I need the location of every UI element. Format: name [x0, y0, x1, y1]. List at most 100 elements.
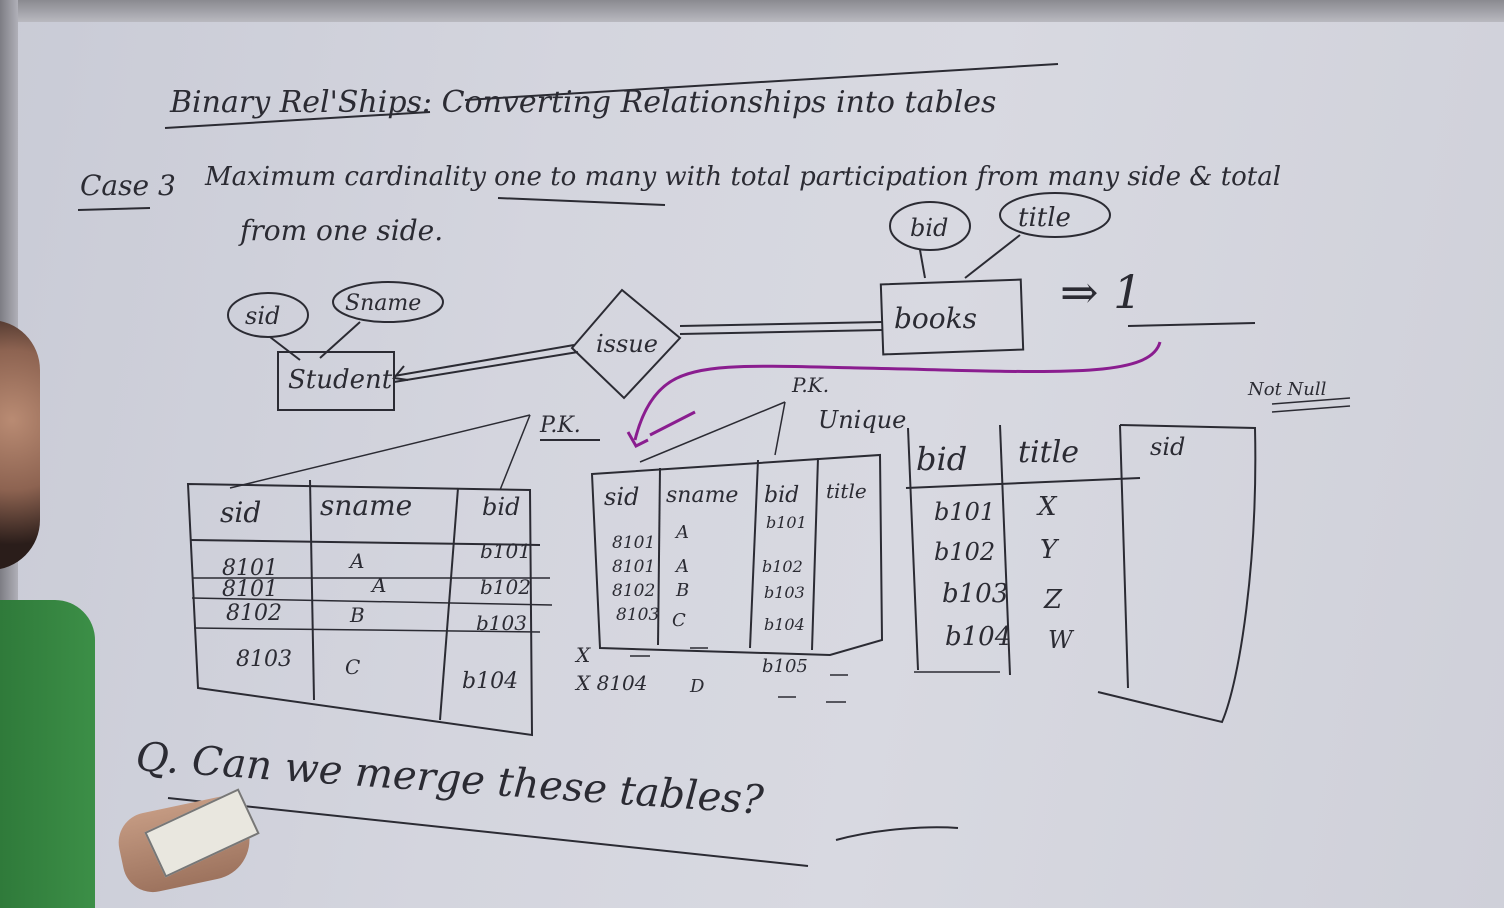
table-merged-divider-1	[657, 467, 661, 646]
pk-middle-pointer-2	[774, 401, 786, 456]
table-student-border	[186, 482, 534, 737]
table-merged-header-sname: sname	[666, 483, 738, 508]
table-student-header-line	[189, 539, 541, 546]
heading-underline-1	[164, 111, 431, 129]
question-stroke	[835, 826, 959, 841]
heading-underline-2	[464, 63, 1059, 101]
whiteboard-frame-top	[0, 0, 1504, 22]
heading-text: Binary Rel'Ships: Converting Relationshi…	[169, 85, 996, 120]
arrow-result: ⇒ 1	[1060, 265, 1142, 319]
many-arrowhead	[392, 365, 409, 381]
table-merged-cell: b105	[762, 656, 808, 677]
table-merged-cell: 8101	[612, 557, 655, 577]
table-books-cell: b103	[942, 579, 1008, 609]
case-text: Maximum cardinality one to many with tot…	[204, 162, 1281, 192]
table-merged-header-sid: sid	[604, 483, 639, 511]
table-books-cell: W	[1048, 626, 1075, 654]
table-merged-header-title: title	[826, 479, 867, 503]
table-merged-divider-3	[811, 457, 819, 651]
table-student-cell: 8102	[226, 601, 282, 626]
table-student-divider-2	[439, 487, 459, 721]
table-student-cell: b104	[462, 669, 518, 694]
table-books-header-title: title	[1018, 435, 1079, 470]
table-student-header-bid: bid	[482, 493, 520, 521]
table-merged-cell: D	[689, 676, 705, 697]
table-books-cell: b104	[945, 622, 1011, 652]
pk-left-pointer-2	[499, 414, 531, 491]
table-student-cell: 8103	[236, 647, 292, 672]
table-books-sid-column	[1097, 424, 1257, 724]
relationship-issue-diamond	[570, 288, 682, 400]
title-connector	[964, 234, 1021, 279]
not-null-label: Not Null	[1247, 379, 1327, 400]
entity-books-box	[879, 278, 1025, 356]
entity-student-label: Student	[288, 365, 393, 395]
case-text-2: from one side.	[238, 214, 443, 247]
sid-connector	[269, 336, 301, 361]
purple-arrow-tick	[649, 410, 696, 437]
table-merged-cell: b102	[762, 557, 803, 576]
table-merged-cell: b104	[764, 615, 805, 634]
table-student-cell: b102	[480, 575, 531, 599]
case-label: Case 3	[80, 169, 176, 202]
table-books-divider-1	[999, 424, 1011, 676]
case-underline	[77, 207, 151, 211]
table-books-cell: b101	[934, 498, 995, 526]
table-student-row-line-2	[191, 597, 553, 606]
attr-title-ellipse	[999, 192, 1111, 238]
instructor-head	[0, 320, 40, 570]
table-books-cell: X	[1036, 492, 1058, 522]
entity-books-label: books	[894, 302, 977, 335]
table-merged-cell: A	[674, 522, 689, 543]
attr-title-label: title	[1018, 203, 1071, 233]
table-merged-cell: X 8104	[574, 671, 648, 695]
table-merged: sid sname bid title 8101 A b101 8101 A b…	[574, 453, 884, 703]
not-null-underline-1	[1271, 397, 1351, 405]
table-student-cell: 8101	[222, 577, 278, 602]
pk-middle-pointer-1	[639, 401, 786, 463]
one-to-many-underline	[497, 197, 666, 206]
attr-sid-label: sid	[245, 302, 280, 330]
purple-arrow-curve	[633, 341, 1162, 441]
table-student-header-sname: sname	[320, 489, 412, 522]
table-books-cell: Z	[1043, 585, 1063, 615]
purple-arrowhead	[626, 431, 649, 448]
unique-label: Unique	[818, 406, 906, 434]
table-student-cell: C	[345, 655, 360, 679]
table-books-header-sid: sid	[1150, 433, 1185, 461]
table-books-cell: b102	[934, 538, 995, 566]
pk-left-pointer-1	[229, 414, 531, 489]
question-underline	[167, 797, 809, 867]
table-books-left-border	[907, 427, 919, 671]
table-student-cell: B	[349, 603, 365, 627]
table-merged-cell: C	[672, 610, 686, 631]
not-null-underline-2	[1271, 405, 1351, 413]
issue-books-line-2	[679, 329, 883, 335]
table-merged-cell: b103	[764, 583, 805, 602]
table-student-cell: A	[348, 549, 364, 573]
table-merged-border	[590, 453, 884, 657]
table-merged-cell: X	[574, 643, 591, 667]
attr-sname-ellipse	[332, 281, 444, 323]
bid-connector	[919, 249, 926, 279]
table-books: bid title sid b101 X b102 Y b103 Z b104 …	[905, 424, 1257, 724]
relationship-issue-label: issue	[596, 330, 658, 358]
table-student-cell: b103	[476, 611, 527, 635]
instructor-body	[0, 600, 95, 908]
table-student-cell: A	[370, 573, 386, 597]
table-student-divider-1	[309, 479, 315, 701]
issue-books-line-1	[679, 321, 883, 327]
table-merged-cell: b101	[766, 513, 807, 532]
attr-sname-label: Sname	[345, 291, 421, 316]
table-books-header-bid: bid	[916, 440, 967, 478]
table-student-cell: b101	[480, 539, 531, 563]
table-student-header-sid: sid	[220, 496, 261, 529]
table-books-header-line	[905, 477, 1141, 489]
table-merged-cell: 8103	[616, 605, 659, 625]
table-merged-divider-2	[749, 459, 759, 649]
table-merged-cell: 8101	[612, 533, 655, 553]
table-books-cell: Y	[1040, 535, 1060, 565]
table-merged-cell: A	[674, 556, 689, 577]
